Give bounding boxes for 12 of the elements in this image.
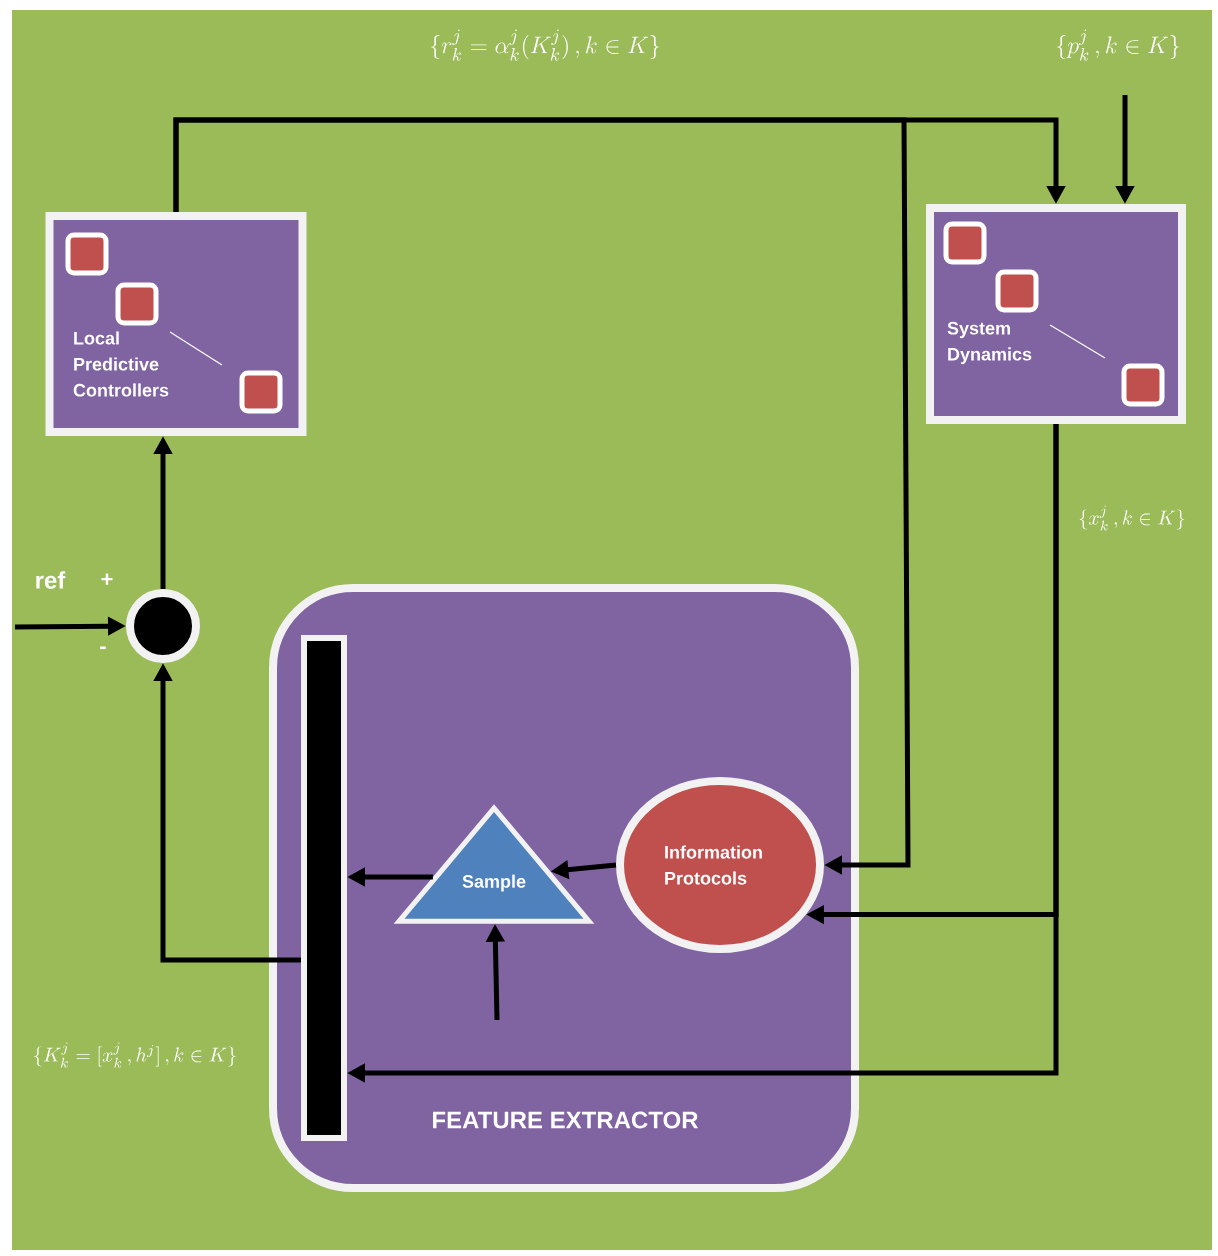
summing-junction — [126, 589, 200, 663]
edge-formula: $\{p_k^j\,, k \in K\}$ — [1053, 27, 1183, 63]
sign-label: - — [100, 646, 106, 650]
sign-label: + — [101, 573, 113, 585]
module-box: System Dynamics — [926, 204, 1186, 424]
edge-label: ref — [32, 569, 68, 591]
edge-formula: $\{x_k^j\,, k \in K\}$ — [1076, 503, 1188, 533]
module-box: Local Predictive Controllers — [45, 212, 307, 436]
arrow — [173, 117, 911, 875]
edge-formula: $\{r_k^j = \alpha_k^j(K_k^j)\,, k \in K\}$ — [427, 27, 663, 63]
edge-formula: $\{K_k^j = [x_k^j\,, h^j]\,, k \in K\}$ — [30, 1040, 240, 1070]
collector-bar — [301, 635, 347, 1141]
